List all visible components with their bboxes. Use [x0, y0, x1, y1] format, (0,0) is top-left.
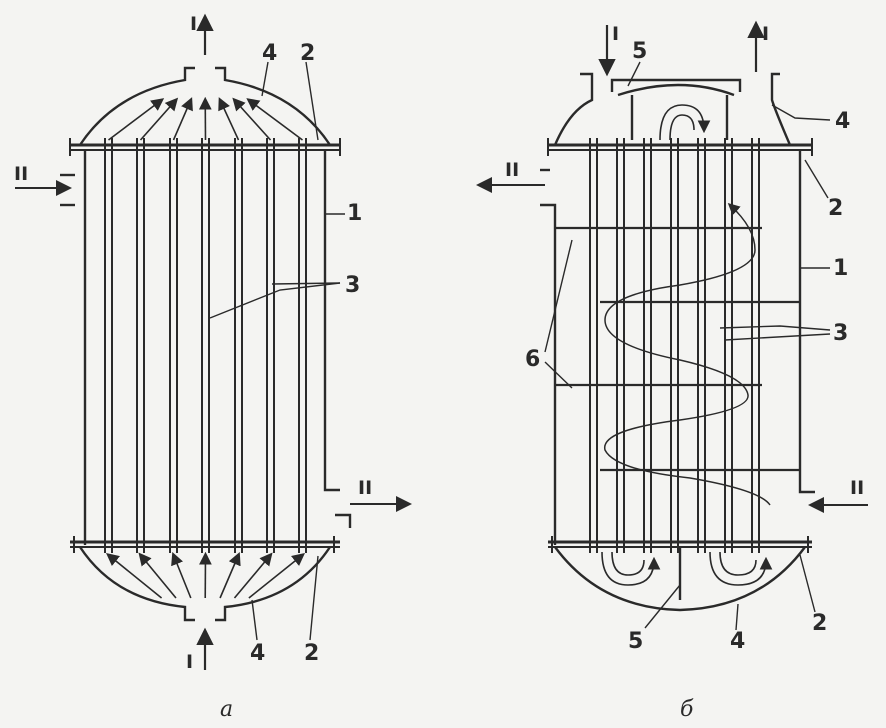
flow-arrow-top — [232, 97, 272, 141]
leader-4-bottom — [735, 603, 739, 631]
return-arrow-bottom-right — [709, 551, 773, 586]
return-arrow-bottom-right-inner — [719, 551, 757, 576]
flow-arrow-top — [218, 97, 240, 141]
label-cover-top: 4 — [835, 109, 850, 134]
flow-arrow-top — [172, 97, 193, 141]
return-arrow-top-inner — [669, 114, 695, 141]
baffles — [555, 226, 800, 472]
shell-outlet-nozzle — [335, 513, 352, 528]
label-tube-sheet-top: 2 — [300, 41, 315, 66]
stream-label-tube-out: I — [762, 23, 769, 45]
label-tube-sheet-bottom: 2 — [304, 641, 319, 666]
leader-2-bottom — [309, 555, 319, 641]
label-tubes: 3 — [833, 321, 848, 346]
bottom-head — [554, 546, 806, 612]
tube-flow-arrows — [106, 96, 305, 599]
label-cover-top: 4 — [262, 41, 277, 66]
label-cover-bottom: 4 — [730, 629, 745, 654]
label-shell: 1 — [347, 201, 362, 226]
top-head-right — [770, 72, 792, 146]
shell-flow-serpentine — [604, 202, 771, 506]
caption-b: б — [680, 697, 694, 722]
leader-5-top — [627, 61, 641, 87]
return-arrow-top — [659, 104, 711, 141]
leader-3b — [724, 333, 831, 341]
top-partition-plate — [610, 78, 742, 92]
label-partition-bottom: 5 — [628, 629, 643, 654]
shell-right-wall — [323, 150, 340, 492]
return-arrow-bottom-left-inner — [611, 551, 645, 576]
figure-a — [15, 13, 412, 670]
top-head-left — [553, 72, 594, 146]
flow-arrow-bottom — [248, 552, 305, 599]
flow-arrow-top — [108, 98, 165, 141]
caption-a: а — [220, 697, 233, 722]
leader-3a — [719, 325, 831, 331]
stream-label-shell-in: II — [14, 163, 28, 185]
leader-6b — [544, 361, 573, 389]
figure-b — [476, 20, 868, 631]
label-tube-sheet-bottom: 2 — [812, 611, 827, 636]
label-shell: 1 — [833, 256, 848, 281]
stream-label-shell-out: II — [505, 159, 519, 181]
tube-bundle — [589, 138, 760, 553]
stream-label-shell-out: II — [358, 477, 372, 499]
flow-arrow-bottom — [171, 552, 192, 599]
leader-4-top — [261, 61, 269, 97]
stream-label-tube-out: I — [190, 13, 197, 35]
flow-arrow-bottom — [106, 552, 163, 599]
tube-bundle — [104, 138, 307, 553]
leader-5-bottom — [644, 584, 681, 629]
top-partition-arch — [617, 83, 735, 97]
stream-label-tube-in: I — [186, 651, 193, 673]
leader-3a — [209, 282, 341, 319]
flow-arrow-top — [139, 97, 179, 141]
top-cover-left — [78, 66, 195, 146]
flow-arrow-top — [246, 98, 303, 141]
bottom-cover-left — [78, 546, 195, 622]
label-tube-sheet-top: 2 — [828, 196, 843, 221]
return-arrow-bottom-left — [601, 551, 661, 586]
leader-3b — [271, 282, 341, 285]
shell-left-wall — [540, 203, 557, 545]
leader-2-top — [305, 61, 319, 141]
flow-arrow-bottom — [138, 552, 177, 599]
label-baffles: 6 — [525, 347, 540, 372]
flow-arrow-bottom — [233, 552, 273, 599]
label-tubes: 3 — [345, 273, 360, 298]
label-cover-bottom: 4 — [250, 641, 265, 666]
tube-return-arrows — [601, 104, 773, 586]
shell-inlet-nozzle — [798, 478, 815, 494]
flow-arrow-bottom — [219, 552, 241, 599]
leader-2-bottom — [799, 554, 816, 613]
top-cover-right — [215, 66, 332, 146]
stream-label-tube-in: I — [612, 23, 619, 45]
bottom-cover-right — [215, 546, 332, 622]
leader-4-bottom — [251, 599, 258, 641]
leader-4-top — [771, 104, 831, 121]
stream-label-shell-in: II — [850, 477, 864, 499]
leader-6a — [544, 239, 573, 353]
label-partition-top: 5 — [632, 39, 647, 64]
leader-2-top — [804, 159, 829, 199]
